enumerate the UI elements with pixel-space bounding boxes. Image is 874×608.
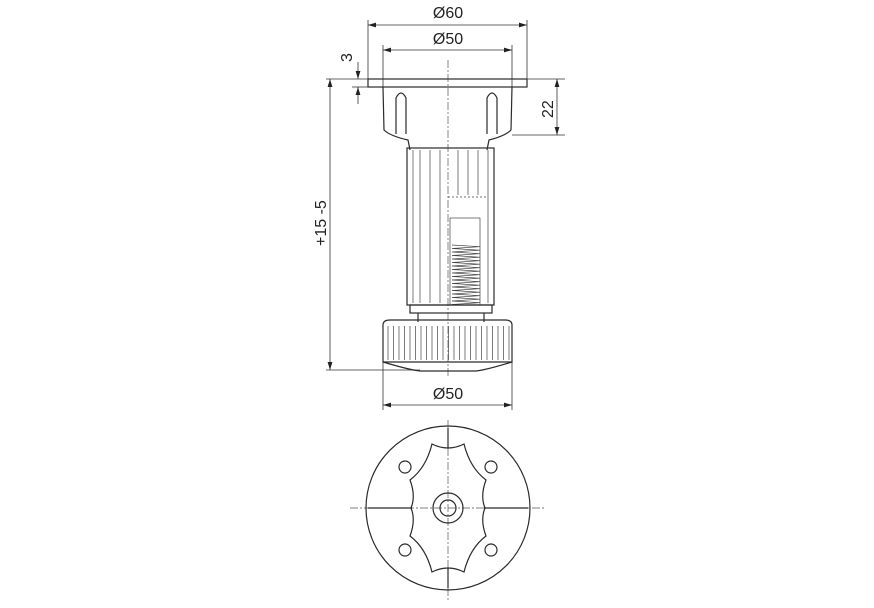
center-bore	[439, 499, 457, 517]
center-hub	[432, 492, 464, 524]
dimensions: Ø60 Ø50 3 22 +15 -5 Ø50	[313, 5, 565, 410]
thread	[451, 244, 481, 305]
cup	[382, 86, 513, 151]
dim-plate-thickness: 3	[339, 53, 356, 62]
side-view	[367, 60, 528, 378]
mounting-hole	[484, 460, 498, 474]
mounting-hole	[398, 460, 412, 474]
cross-lobes	[409, 443, 487, 573]
dim-top-inner-diameter: Ø50	[433, 31, 463, 48]
top-plate	[367, 78, 528, 88]
dim-top-outer-diameter: Ø60	[433, 5, 463, 22]
mounting-hole	[484, 543, 498, 557]
base-outline	[365, 425, 531, 591]
mounting-hole	[398, 543, 412, 557]
base-foot	[382, 319, 513, 363]
bottom-view	[350, 420, 546, 602]
dim-base-diameter: Ø50	[433, 386, 463, 403]
dim-cup-height: 22	[540, 100, 557, 118]
dim-height-adjustment: +15 -5	[313, 200, 330, 246]
